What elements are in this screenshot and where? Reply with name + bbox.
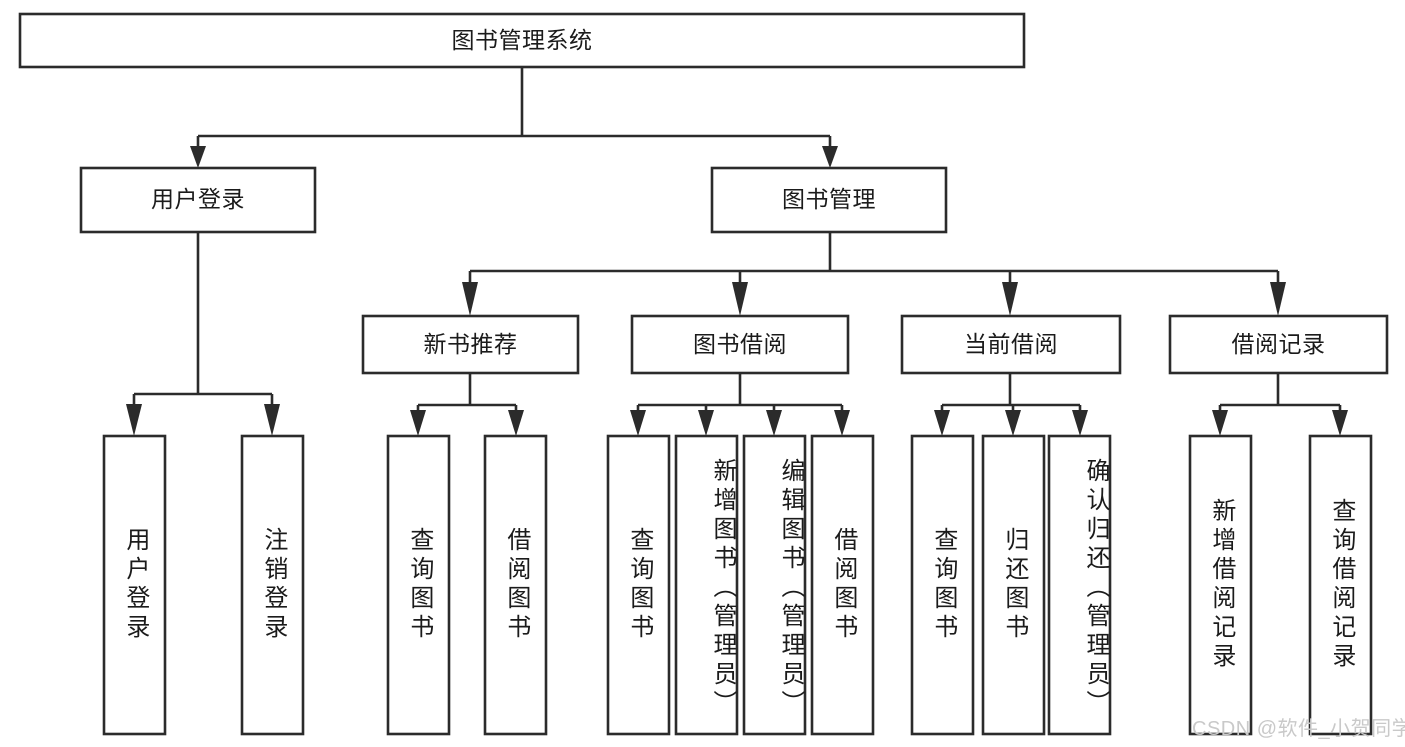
arrow-head-leaf-confirm-return: [1072, 410, 1088, 436]
arrow-head-borrow-record: [1270, 282, 1286, 316]
node-box-new-book-recommend[interactable]: [361, 314, 580, 375]
arrow-head-current-borrow: [1002, 282, 1018, 316]
arrow-head-leaf-query-book-1: [410, 410, 426, 436]
arrow-head-book-borrow: [732, 282, 748, 316]
node-box-leaf-add-book[interactable]: [674, 434, 739, 736]
node-box-book-borrow[interactable]: [630, 314, 850, 375]
arrow-head-leaf-add-book: [698, 410, 714, 436]
node-box-borrow-record[interactable]: [1168, 314, 1389, 375]
node-box-leaf-edit-book[interactable]: [742, 434, 807, 736]
node-box-leaf-confirm-return[interactable]: [1047, 434, 1112, 736]
arrow-head-leaf-edit-book: [766, 410, 782, 436]
node-box-leaf-borrow-book-2[interactable]: [810, 434, 875, 736]
arrow-head-user-login: [190, 146, 206, 168]
arrow-head-leaf-query-book-3: [934, 410, 950, 436]
node-box-leaf-query-record[interactable]: [1308, 434, 1373, 736]
arrow-head-book-management: [822, 146, 838, 168]
node-box-leaf-query-book-3[interactable]: [910, 434, 975, 736]
node-box-current-borrow[interactable]: [900, 314, 1122, 375]
arrow-head-leaf-query-record: [1332, 410, 1348, 436]
arrow-head-leaf-borrow-book-1: [508, 410, 524, 436]
node-box-leaf-logout[interactable]: [240, 434, 305, 736]
arrow-head-leaf-add-record: [1212, 410, 1228, 436]
arrow-head-leaf-query-book-2: [630, 410, 646, 436]
arrow-head-leaf-user-login: [126, 404, 142, 436]
node-box-leaf-add-record[interactable]: [1188, 434, 1253, 736]
node-box-leaf-query-book-2[interactable]: [606, 434, 671, 736]
node-box-leaf-borrow-book-1[interactable]: [483, 434, 548, 736]
arrow-head-leaf-return-book: [1005, 410, 1021, 436]
node-box-book-management[interactable]: [710, 166, 948, 234]
arrow-head-leaf-logout: [264, 404, 280, 436]
node-box-leaf-user-login[interactable]: [102, 434, 167, 736]
node-box-leaf-query-book-1[interactable]: [386, 434, 451, 736]
node-box-root[interactable]: [18, 12, 1026, 69]
arrow-head-leaf-borrow-book-2: [834, 410, 850, 436]
node-box-leaf-return-book[interactable]: [981, 434, 1046, 736]
node-box-user-login[interactable]: [79, 166, 317, 234]
arrow-head-new-book-recommend: [462, 282, 478, 316]
